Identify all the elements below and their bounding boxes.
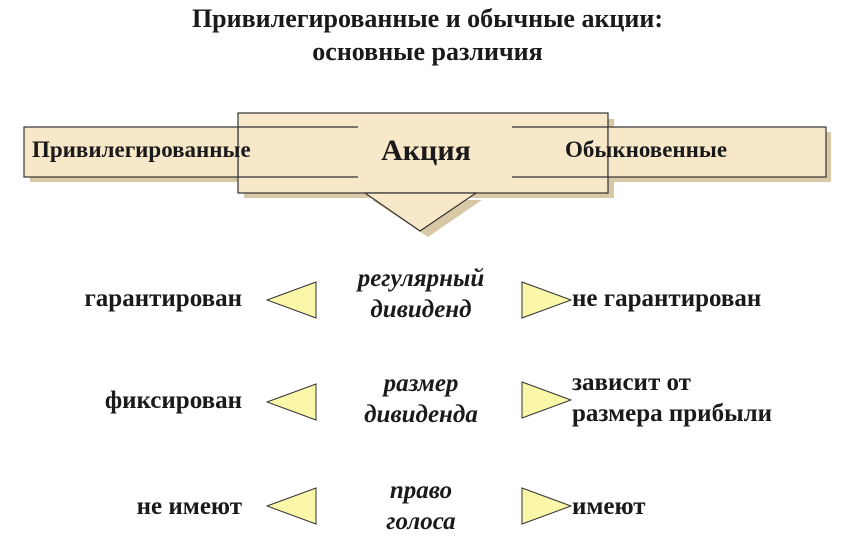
title-line-1: Привилегированные и обычные акции: xyxy=(191,4,664,33)
right-tab xyxy=(607,126,827,178)
down-arrow xyxy=(363,192,478,232)
row-3-left-pointer-icon xyxy=(266,487,317,525)
row-3-preferred: не имеют xyxy=(136,493,242,520)
row-3-common: имеют xyxy=(572,493,646,520)
preferred-label: Привилегированные xyxy=(32,137,251,162)
row-2-criterion-line-1: размер xyxy=(383,370,459,397)
row-1-left-pointer-icon xyxy=(266,281,317,319)
row-2-common: зависит от размера прибыли xyxy=(572,367,772,429)
row-1-right-pointer-icon xyxy=(521,281,572,319)
share-banner xyxy=(23,112,831,237)
row-2-left-pointer-icon xyxy=(266,383,317,421)
row-2-right-pointer-icon xyxy=(521,381,572,419)
row-3-right-pointer-icon xyxy=(521,487,572,525)
row-1-criterion-line-2: дивиденд xyxy=(370,296,472,323)
row-1-criterion-line-1: регулярный xyxy=(357,265,485,292)
page-title: Привилегированные и обычные акции: основ… xyxy=(0,2,855,68)
row-2-criterion-line-2: дивиденда xyxy=(364,401,478,428)
row-1-preferred: гарантирован xyxy=(84,285,242,312)
row-2-preferred: фиксирован xyxy=(104,387,242,414)
row-3-criterion: право голоса xyxy=(330,475,512,537)
row-3-criterion-line-1: право xyxy=(389,477,453,504)
row-1-criterion: регулярный дивиденд xyxy=(330,263,512,325)
row-2-criterion: размер дивиденда xyxy=(330,368,512,430)
center-panel xyxy=(237,112,609,194)
left-tab xyxy=(23,126,239,178)
share-label: Акция xyxy=(381,134,471,167)
title-line-2: основные различия xyxy=(312,37,543,66)
row-1-common: не гарантирован xyxy=(572,285,762,312)
row-3-criterion-line-2: голоса xyxy=(386,508,456,535)
row-2-common-line-2: размера прибыли xyxy=(572,400,773,427)
common-label: Обыкновенные xyxy=(565,137,728,162)
row-2-common-line-1: зависит от xyxy=(572,369,691,396)
